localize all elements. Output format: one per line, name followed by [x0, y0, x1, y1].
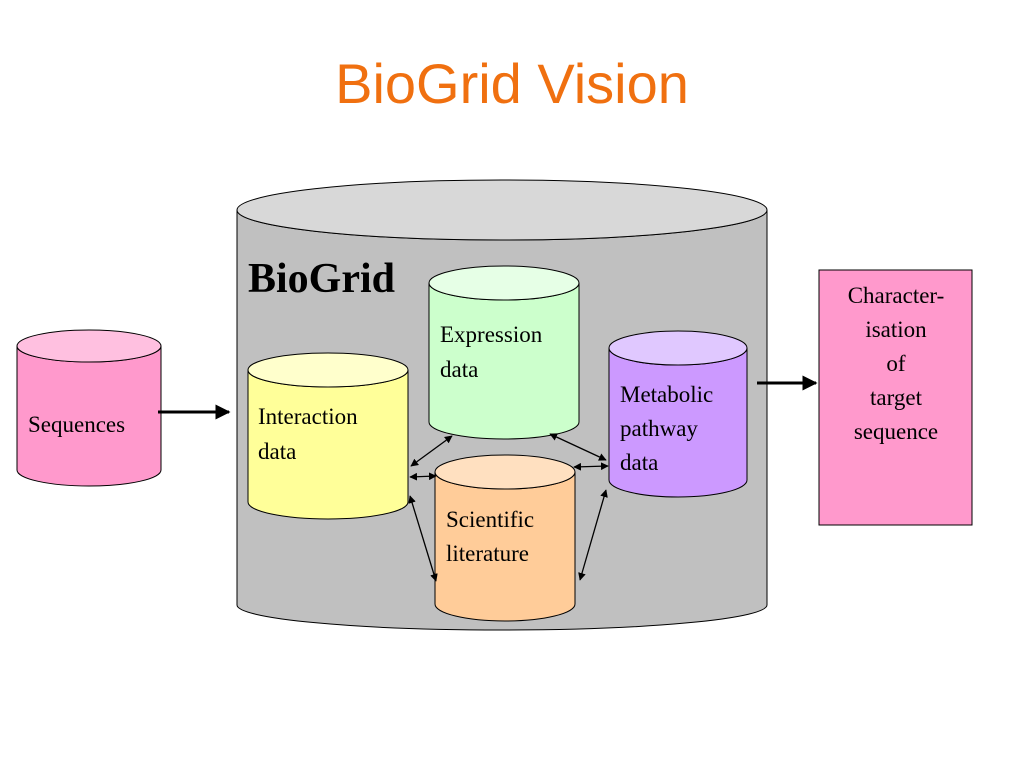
arrow-interaction-scientific-lower: [408, 495, 438, 582]
expression-label-line: Expression: [440, 322, 543, 347]
interaction-label-line: Interaction: [258, 404, 358, 429]
arrow-expression-metabolic: [549, 433, 607, 461]
metabolic-label-line: Metabolic: [620, 382, 714, 407]
metabolic-label-line: pathway: [620, 416, 698, 441]
characterisation-label-line: isation: [865, 317, 927, 342]
scientific-label-line: Scientific: [446, 507, 535, 532]
biogrid-top: [236, 179, 768, 241]
scientific-label-line: literature: [446, 541, 530, 566]
characterisation-label-line: target: [870, 385, 922, 410]
metabolic-label: Metabolic pathway data: [620, 378, 713, 480]
biogrid-label: BioGrid: [248, 256, 396, 302]
expression-label-line: data: [440, 357, 479, 382]
expression-cylinder: [428, 265, 580, 440]
interaction-cylinder: [247, 352, 409, 520]
metabolic-label-line: data: [620, 450, 659, 475]
scientific-label: Scientific literature: [446, 503, 534, 571]
arrow-scientific-metabolic-upper: [573, 462, 609, 471]
arrow-interaction-expression: [410, 435, 453, 467]
slide-title: BioGrid Vision: [335, 52, 689, 115]
characterisation-box: [818, 269, 973, 526]
characterisation-label-line: Character-: [847, 283, 945, 308]
scientific-cylinder: [434, 454, 576, 622]
characterisation-label-line: of: [886, 351, 906, 376]
sequences-label: Sequences: [28, 412, 126, 437]
characterisation-label-line: sequence: [853, 419, 939, 444]
arrow-interaction-scientific-upper: [409, 472, 437, 481]
arrow-scientific-metabolic-lower: [578, 489, 608, 581]
characterisation-label: Character- isation of target sequence: [820, 279, 972, 449]
sequences-cylinder: [16, 329, 162, 487]
metabolic-cylinder: [608, 330, 748, 498]
expression-label: Expression data: [440, 317, 542, 387]
interaction-label: Interaction data: [258, 399, 358, 469]
interaction-label-line: data: [258, 439, 297, 464]
